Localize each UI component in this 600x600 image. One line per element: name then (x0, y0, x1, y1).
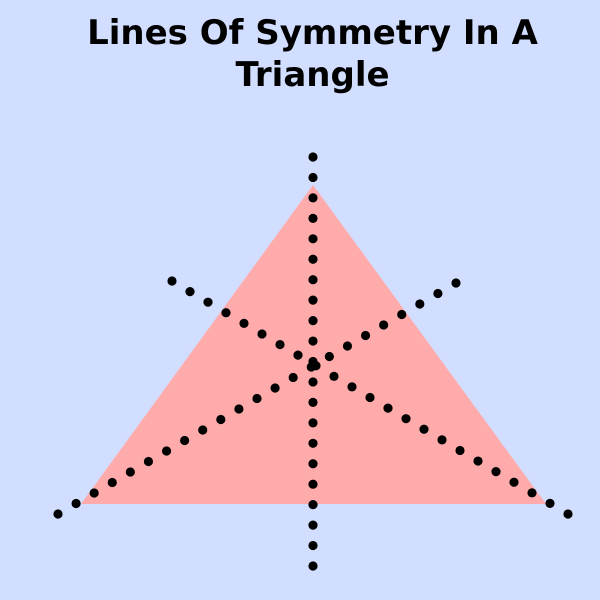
symmetry-dot (308, 377, 318, 387)
symmetry-dot (308, 172, 318, 183)
symmetry-dot (198, 425, 208, 435)
symmetry-dot (107, 477, 117, 488)
symmetry-dot (455, 445, 465, 456)
symmetry-dot (216, 414, 226, 425)
symmetry-dot (308, 561, 318, 571)
symmetry-dot (71, 498, 81, 509)
symmetry-dot (167, 276, 177, 286)
symmetry-dot (234, 404, 244, 414)
symmetry-dot (308, 459, 318, 469)
symmetry-line-vertical (308, 152, 318, 571)
symmetry-line-left-to-right (167, 276, 573, 519)
symmetry-dot (308, 275, 318, 285)
symmetry-dot (288, 372, 298, 383)
symmetry-dot (308, 520, 318, 530)
symmetry-dot (221, 308, 231, 318)
symmetry-dot (203, 297, 213, 307)
symmetry-dot (308, 438, 318, 448)
symmetry-dot (545, 498, 555, 509)
symmetry-dot (308, 336, 318, 346)
symmetry-dot (451, 278, 461, 288)
symmetry-dot (491, 467, 501, 477)
symmetry-dot (308, 540, 318, 551)
symmetry-dot (270, 383, 280, 393)
symmetry-dot (329, 371, 339, 381)
diagram-title: Lines Of Symmetry In A Triangle (40, 12, 585, 96)
symmetry-dot (308, 152, 318, 162)
symmetry-dot (89, 488, 99, 498)
symmetry-dot (53, 509, 63, 519)
symmetry-dot (419, 424, 429, 434)
symmetry-dot (433, 288, 443, 299)
symmetry-dot (257, 329, 267, 339)
symmetry-dot (180, 435, 190, 446)
symmetry-dot (306, 362, 316, 372)
symmetry-dot (161, 446, 172, 456)
symmetry-dot (415, 299, 425, 309)
symmetry-dot (527, 488, 537, 498)
symmetry-dot (365, 392, 375, 403)
symmetry-dot (293, 350, 303, 360)
symmetry-line-right-to-left (53, 278, 461, 519)
symmetry-dot (308, 479, 318, 489)
symmetry-dot (125, 467, 135, 477)
symmetry-dot (437, 435, 447, 445)
symmetry-dot (308, 193, 318, 203)
symmetry-dot (275, 339, 285, 350)
symmetry-dot (239, 318, 249, 328)
symmetry-dot (324, 351, 334, 362)
symmetry-dot (360, 330, 371, 341)
symmetry-dot (347, 382, 357, 392)
symmetry-dot (308, 316, 318, 326)
symmetry-dot (401, 414, 411, 424)
symmetry-dot (509, 477, 519, 487)
symmetry-dot (308, 254, 318, 264)
symmetry-dot (308, 234, 318, 244)
symmetry-dot (563, 509, 573, 519)
symmetry-dot (308, 213, 318, 223)
symmetry-dot (383, 403, 393, 413)
symmetry-dot (308, 500, 318, 510)
symmetry-dot (308, 418, 318, 428)
symmetry-dot (143, 456, 154, 467)
symmetry-dot (308, 295, 318, 305)
symmetry-dot (308, 397, 318, 407)
symmetry-dot (185, 286, 195, 297)
symmetry-dot (473, 456, 483, 466)
title-line-1: Lines Of Symmetry In A (87, 13, 538, 53)
title-line-2: Triangle (235, 55, 390, 95)
symmetry-dot (379, 320, 389, 330)
symmetry-lines (53, 152, 573, 571)
symmetry-dot (252, 393, 262, 404)
symmetry-dot (342, 341, 353, 351)
symmetry-dot (397, 309, 407, 320)
